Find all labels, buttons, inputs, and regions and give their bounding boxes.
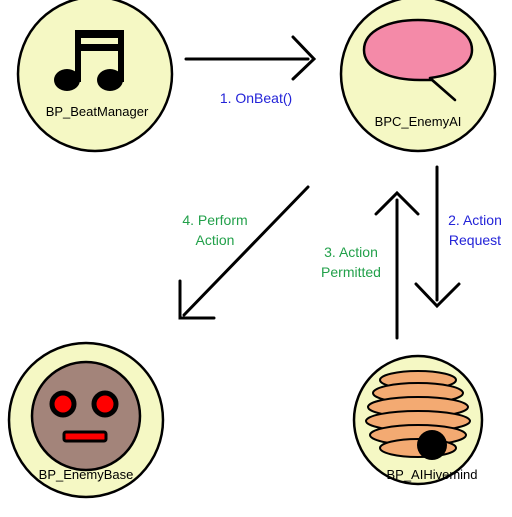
step-perform-action-line2: Action — [195, 232, 235, 248]
step-on-beat: 1. OnBeat() — [220, 88, 292, 108]
beehive-icon — [365, 370, 471, 460]
step-action-request: 2. Action Request — [448, 210, 502, 250]
label-ai-hivemind: BP_AIHivemind — [386, 467, 478, 482]
step-action-permitted: 3. Action Permitted — [321, 242, 381, 282]
step-perform-action-line1: 4. Perform — [182, 212, 248, 228]
node-beat-manager — [16, 0, 174, 153]
music-note-icon — [54, 30, 124, 91]
speech-bubble-icon — [362, 18, 474, 102]
enemy-face-icon — [30, 360, 142, 472]
arrow-perform-action — [178, 185, 310, 320]
step-action-request-line2: Request — [448, 232, 502, 248]
step-action-permitted-line2: Permitted — [321, 264, 381, 280]
step-action-permitted-line1: 3. Action — [324, 244, 378, 260]
label-beat-manager: BP_BeatManager — [45, 104, 149, 119]
arrow-on-beat — [184, 35, 317, 81]
arrow-action-permitted — [374, 190, 420, 340]
step-action-request-line1: 2. Action — [448, 212, 502, 228]
step-perform-action: 4. Perform Action — [182, 210, 247, 250]
step-on-beat-line1: 1. OnBeat() — [219, 90, 293, 106]
label-enemy-ai: BPC_EnemyAI — [374, 114, 462, 129]
label-enemy-base: BP_EnemyBase — [38, 467, 134, 482]
arrow-action-request — [414, 165, 461, 309]
